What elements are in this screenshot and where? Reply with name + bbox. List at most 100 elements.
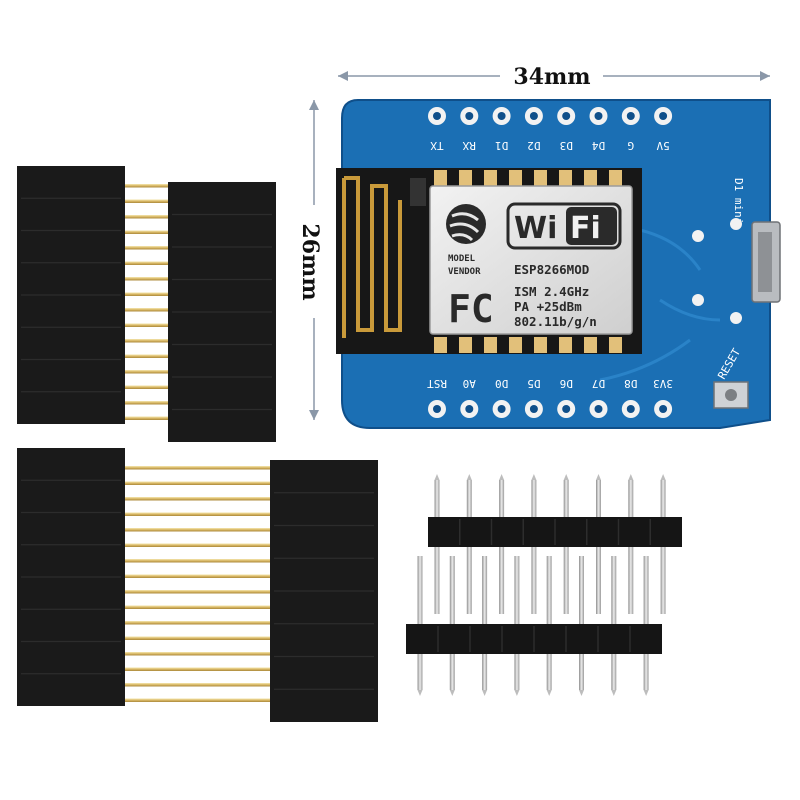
header-pin bbox=[124, 667, 272, 671]
header-pin bbox=[124, 308, 170, 312]
header-pin bbox=[124, 215, 170, 219]
pin-hole-center bbox=[465, 112, 474, 120]
width-label: 34mm bbox=[513, 64, 590, 90]
module-pad bbox=[559, 170, 572, 186]
model-label: MODEL bbox=[448, 254, 476, 264]
header-pin bbox=[124, 481, 272, 485]
pin-hole-center bbox=[562, 112, 571, 120]
male-pin-tip bbox=[546, 690, 552, 696]
header-pin bbox=[124, 605, 272, 609]
male-pin bbox=[546, 556, 552, 690]
long-header-pins bbox=[124, 466, 272, 702]
pin-hole-center bbox=[594, 112, 603, 120]
header-pin bbox=[124, 401, 170, 405]
bottom-pin-label: RST bbox=[427, 377, 447, 390]
vendor-label: VENDOR bbox=[448, 267, 481, 277]
male-pin bbox=[417, 556, 423, 690]
module-pad bbox=[584, 170, 597, 186]
header-pin bbox=[124, 385, 170, 389]
male-pin-tip bbox=[499, 474, 505, 480]
pin-hole-center bbox=[497, 405, 506, 413]
header-pin bbox=[124, 590, 272, 594]
header-pin bbox=[124, 621, 272, 625]
male-pin-tip bbox=[596, 474, 601, 480]
male-pin-tip bbox=[660, 474, 666, 480]
header-pin bbox=[124, 698, 272, 702]
male-pin-tip bbox=[579, 690, 584, 696]
pin-hole-center bbox=[659, 405, 668, 413]
header-pin bbox=[124, 652, 272, 656]
header-pin bbox=[124, 683, 272, 687]
fc-logo: FC bbox=[448, 287, 494, 331]
module-pad bbox=[509, 337, 522, 353]
header-pin bbox=[124, 543, 272, 547]
bottom-pin-label: D8 bbox=[624, 377, 637, 390]
pin-hole-center bbox=[529, 405, 538, 413]
header-pin bbox=[124, 559, 272, 563]
top-pin-label: D4 bbox=[592, 139, 606, 152]
module-pad bbox=[434, 337, 447, 353]
male-pin-tip bbox=[531, 474, 537, 480]
header-pin bbox=[124, 574, 272, 578]
header-pin bbox=[124, 528, 272, 532]
pin-hole-center bbox=[433, 112, 441, 120]
bottom-pin-label: D0 bbox=[495, 377, 508, 390]
male-header-pins bbox=[417, 474, 666, 696]
module-pad bbox=[484, 337, 497, 353]
module-pad bbox=[459, 337, 472, 353]
bottom-pin-holes bbox=[428, 400, 673, 418]
board-pad bbox=[730, 218, 742, 230]
male-header-blocks bbox=[437, 519, 651, 652]
module-pad bbox=[459, 170, 472, 186]
top-pin-label: D1 bbox=[495, 139, 508, 152]
male-pin bbox=[579, 556, 584, 690]
module-line-2: ISM 2.4GHz bbox=[514, 284, 589, 299]
male-pin-headers bbox=[406, 474, 682, 696]
module-pad bbox=[559, 337, 572, 353]
module-line-1: ESP8266MOD bbox=[514, 262, 589, 277]
header-pin bbox=[124, 199, 170, 203]
header-pin bbox=[124, 184, 170, 188]
pin-hole-center bbox=[659, 112, 668, 120]
pin-hole-center bbox=[529, 112, 538, 120]
header-pin bbox=[124, 512, 272, 516]
header-pin bbox=[124, 370, 170, 374]
module-pad bbox=[434, 170, 447, 186]
board-pad bbox=[692, 294, 704, 306]
pin-hole-center bbox=[626, 405, 635, 413]
header-pin bbox=[124, 339, 170, 343]
male-pin bbox=[611, 556, 617, 690]
header-pin bbox=[124, 323, 170, 327]
module-line-4: 802.11b/g/n bbox=[514, 314, 597, 329]
male-pin bbox=[482, 556, 488, 690]
male-pin bbox=[514, 556, 520, 690]
header-pin bbox=[124, 261, 170, 265]
top-pin-label: RX bbox=[462, 139, 476, 152]
header-pin bbox=[124, 246, 170, 250]
header-pin bbox=[124, 416, 170, 420]
header-pin bbox=[124, 497, 272, 501]
top-pin-label: D2 bbox=[527, 139, 540, 152]
dimension-width: 34mm bbox=[338, 64, 770, 90]
long-female-headers bbox=[17, 448, 378, 722]
header-pin bbox=[124, 354, 170, 358]
male-pin-tip bbox=[482, 690, 488, 696]
module-pad bbox=[509, 170, 522, 186]
pin-hole-center bbox=[594, 405, 603, 413]
pin-hole-center bbox=[433, 405, 441, 413]
bottom-pin-label: D6 bbox=[560, 377, 573, 390]
board-pad bbox=[730, 312, 742, 324]
bottom-pin-label: D7 bbox=[592, 377, 605, 390]
male-pin-tip bbox=[466, 474, 472, 480]
module-pad bbox=[584, 337, 597, 353]
header-ribs bbox=[21, 197, 272, 411]
male-pin bbox=[643, 556, 649, 690]
top-pin-label: TX bbox=[430, 139, 444, 152]
module-pad bbox=[534, 170, 547, 186]
bottom-pin-label: 3V3 bbox=[653, 377, 673, 390]
